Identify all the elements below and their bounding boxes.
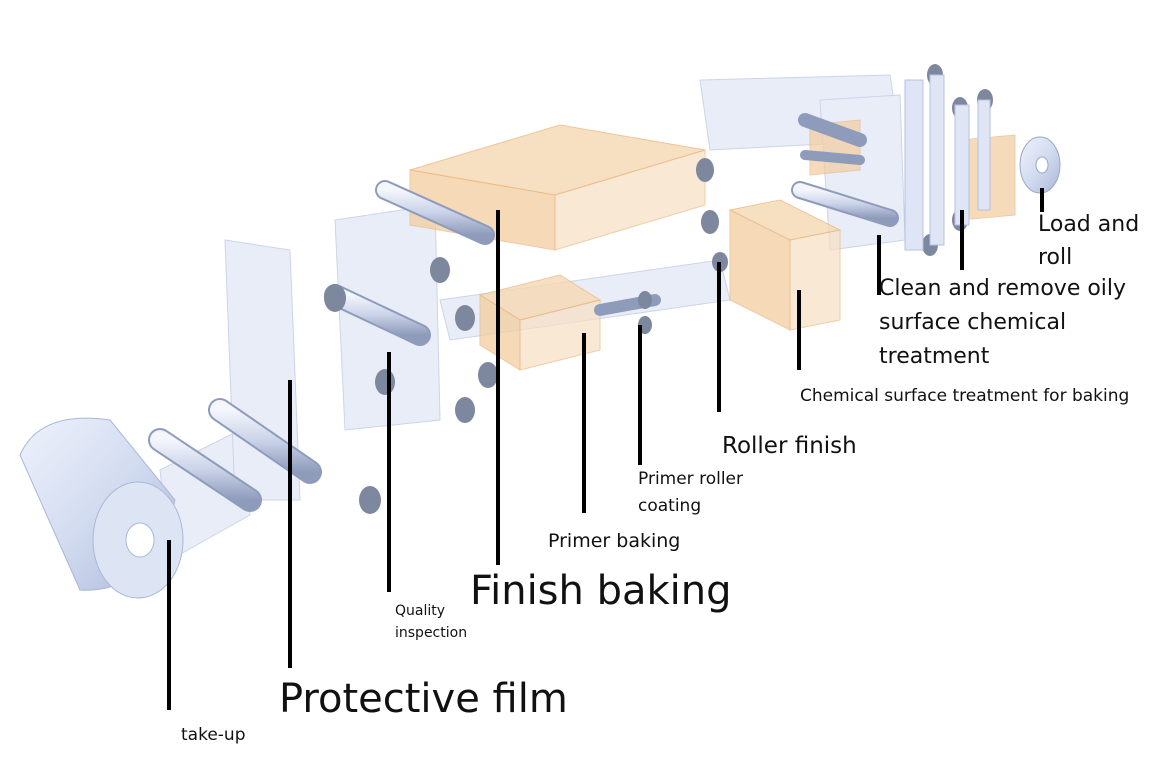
label-quality-line2: inspection	[395, 625, 468, 641]
label-clean-line2: surface chemical	[879, 310, 1067, 335]
label-primer-roller-line2: coating	[638, 496, 702, 516]
label-load-and-roll: Load and roll	[1038, 208, 1139, 274]
label-primer-roller-line1: Primer roller	[638, 469, 743, 489]
feed-coil	[1019, 136, 1061, 194]
oven-finish-baking	[409, 124, 706, 251]
label-load-and-roll-line2: roll	[1038, 245, 1073, 270]
leader-take-up	[167, 540, 171, 710]
label-primer-roller-coating: Primer roller coating	[638, 466, 743, 520]
leader-roller-finish	[717, 262, 721, 412]
label-chemical-surface-treatment: Chemical surface treatment for baking	[800, 386, 1130, 406]
oven-primer-baking	[478, 274, 602, 371]
leader-load-and-roll	[1040, 188, 1044, 212]
leader-protective	[288, 380, 292, 668]
leader-chemical-surface	[797, 290, 801, 370]
label-protective-film: Protective film	[279, 676, 568, 722]
leader-primer-baking	[582, 333, 586, 513]
leader-clean	[960, 210, 964, 270]
leader-clean-2	[877, 235, 881, 295]
label-take-up: take-up	[181, 725, 246, 745]
leader-finish-baking	[496, 210, 500, 565]
guide-rollers	[148, 113, 899, 512]
leader-quality	[387, 352, 391, 592]
oven-chemical-treatment	[728, 199, 842, 331]
label-quality-line1: Quality	[395, 603, 446, 619]
take-up-roll	[19, 417, 184, 599]
label-clean-line3: treatment	[879, 344, 990, 369]
vertical-film-strips	[904, 74, 991, 251]
label-clean-line1: Clean and remove oily	[879, 276, 1127, 301]
label-primer-baking: Primer baking	[548, 530, 681, 552]
label-finish-baking: Finish baking	[470, 568, 732, 614]
label-load-and-roll-line1: Load and	[1038, 212, 1140, 237]
label-clean-and-remove: Clean and remove oily surface chemical t…	[879, 272, 1126, 374]
label-roller-finish: Roller finish	[722, 433, 857, 459]
label-quality-inspection: Quality inspection	[395, 600, 467, 644]
leader-primer-roller	[638, 325, 642, 465]
